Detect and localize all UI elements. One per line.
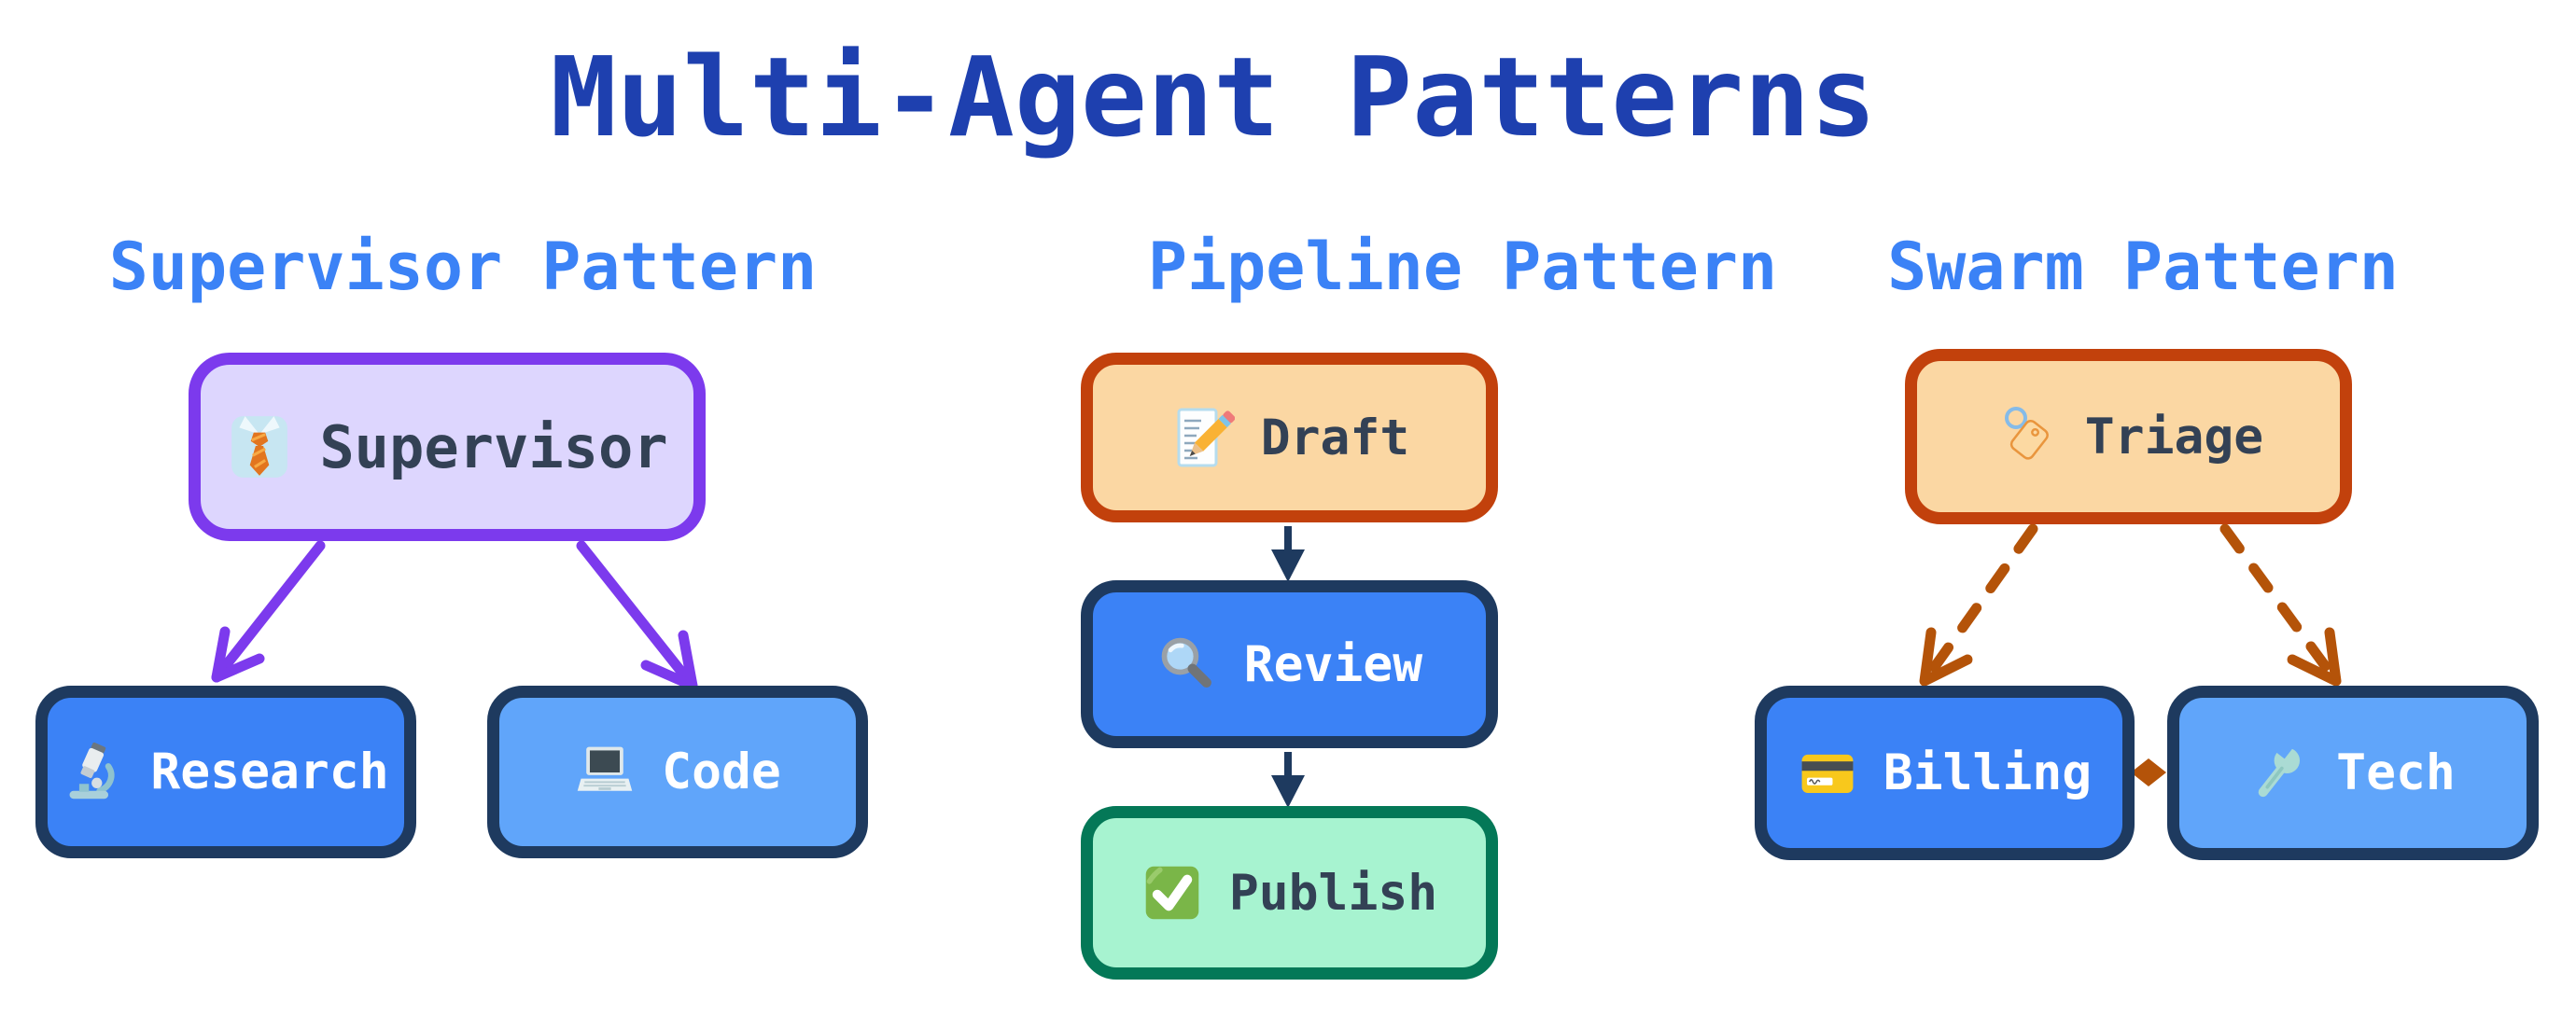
page-title: Multi-Agent Patterns bbox=[550, 33, 1877, 161]
node-draft-label: Draft bbox=[1260, 409, 1410, 466]
supervisor-to-code-arrow bbox=[576, 540, 698, 691]
node-code-label: Code bbox=[662, 744, 781, 800]
node-review-label: Review bbox=[1243, 635, 1423, 693]
heading-supervisor-pattern: Supervisor Pattern bbox=[108, 229, 818, 305]
node-research: Research bbox=[35, 686, 416, 858]
supervisor-to-research-arrow bbox=[211, 540, 326, 683]
node-publish-label: Publish bbox=[1228, 864, 1438, 922]
tag-icon bbox=[1994, 404, 2059, 469]
node-billing-label: Billing bbox=[1883, 744, 2093, 801]
node-supervisor-label: Supervisor bbox=[319, 412, 668, 481]
node-supervisor: Supervisor bbox=[189, 353, 706, 541]
microscope-icon bbox=[63, 742, 124, 803]
triage-to-billing-arrow bbox=[1919, 523, 2038, 687]
billing-tech-link-diamond bbox=[2131, 758, 2166, 786]
triage-to-tech-arrow bbox=[2219, 523, 2342, 687]
node-review: Review bbox=[1081, 580, 1498, 748]
heading-swarm-pattern: Swarm Pattern bbox=[1887, 229, 2399, 305]
node-publish: Publish bbox=[1081, 806, 1498, 980]
node-research-label: Research bbox=[150, 744, 389, 800]
draft-to-review-arrow bbox=[1271, 526, 1305, 582]
heading-pipeline-pattern: Pipeline Pattern bbox=[1147, 229, 1778, 305]
magnifier-icon bbox=[1156, 633, 1218, 695]
credit-card-icon bbox=[1798, 744, 1857, 803]
node-triage-label: Triage bbox=[2084, 408, 2264, 466]
node-draft: Draft bbox=[1081, 353, 1498, 522]
node-code: Code bbox=[487, 686, 868, 858]
node-triage: Triage bbox=[1905, 349, 2352, 524]
memo-pencil-icon bbox=[1169, 405, 1235, 470]
necktie-icon bbox=[226, 413, 293, 480]
laptop-icon bbox=[574, 742, 636, 803]
node-billing: Billing bbox=[1755, 686, 2135, 860]
node-tech-label: Tech bbox=[2336, 744, 2456, 801]
wrench-icon bbox=[2250, 743, 2310, 803]
check-mark-icon bbox=[1141, 862, 1203, 924]
node-tech: Tech bbox=[2167, 686, 2539, 860]
review-to-publish-arrow bbox=[1271, 752, 1305, 808]
